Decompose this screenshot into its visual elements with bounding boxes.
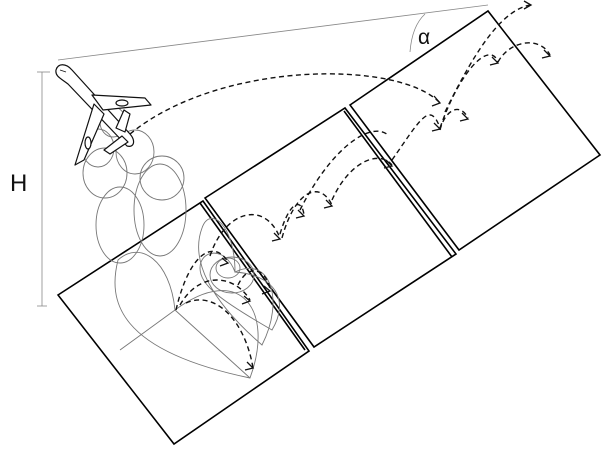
lobe-3: [82, 147, 128, 199]
trajectory-1c: [185, 299, 254, 369]
frame-seam-1: [199, 202, 306, 351]
heart-outer: [114, 251, 259, 379]
trajectory-2e: [299, 130, 389, 211]
footprint-frame-2: [203, 106, 458, 349]
lobe-6: [133, 163, 187, 257]
trajectory-2b: [281, 191, 333, 239]
airplane-cockpit: [59, 69, 67, 73]
trajectory-3b: [439, 54, 499, 129]
dashed-arrow-icon: [541, 49, 552, 59]
heart-ring: [209, 256, 255, 294]
reference-line: [57, 4, 489, 61]
arrowheads: [219, 0, 552, 371]
trajectory-1a: [175, 250, 229, 311]
dashed-arrow-icon: [244, 361, 255, 371]
footprint-frame-3: [348, 9, 602, 252]
trajectory-1d: [237, 270, 271, 291]
angle-label: α: [418, 26, 431, 49]
dashed-arrow-icon: [431, 95, 442, 107]
trajectory-1b: [179, 279, 251, 306]
dashed-arrow-icon: [489, 56, 500, 66]
trajectory-2a: [209, 213, 281, 257]
airplane-engine-1: [115, 99, 129, 107]
dashed-arrow-icon: [323, 199, 334, 209]
airplane-tail-lower: [103, 135, 129, 155]
heart-ray-right: [174, 309, 251, 379]
dashed-arrow-icon: [241, 295, 252, 305]
dashed-arrow-icon: [261, 285, 272, 295]
expanding-lobes: [81, 106, 187, 264]
footprint-frame-1: [56, 199, 311, 446]
dashed-arrow-icon: [383, 159, 394, 169]
heart-ray-left: [119, 309, 176, 351]
heart-core: [215, 257, 241, 279]
heart-mid: [198, 218, 274, 346]
heart-footprints: [114, 218, 280, 379]
airplane-icon: [55, 64, 152, 166]
dashed-arrow-icon: [459, 112, 470, 122]
dashed-arrow-icon: [295, 209, 306, 219]
trajectory-3c: [444, 4, 531, 113]
trajectory-2d: [331, 157, 393, 201]
trajectory-2c: [279, 204, 305, 235]
lobe-7: [139, 155, 185, 201]
trajectory-long: [129, 73, 441, 135]
airplane-engine-2: [84, 136, 92, 150]
trajectory-3a: [391, 114, 441, 161]
height-label: H: [10, 170, 28, 197]
lobe-4: [115, 129, 155, 175]
trajectories: [129, 4, 551, 369]
dashed-arrow-icon: [271, 232, 282, 242]
dashed-arrow-icon: [523, 0, 533, 10]
airplane-wing-left: [74, 103, 105, 166]
angle-arc: [409, 13, 426, 53]
trajectory-3d: [497, 42, 551, 63]
dashed-arrow-icon: [431, 122, 442, 132]
airplane-tail-upper: [115, 109, 131, 133]
trajectory-3e: [439, 108, 469, 131]
frame-seam-2: [343, 110, 453, 258]
dashed-arrow-icon: [219, 257, 230, 267]
lobe-5: [95, 186, 145, 264]
